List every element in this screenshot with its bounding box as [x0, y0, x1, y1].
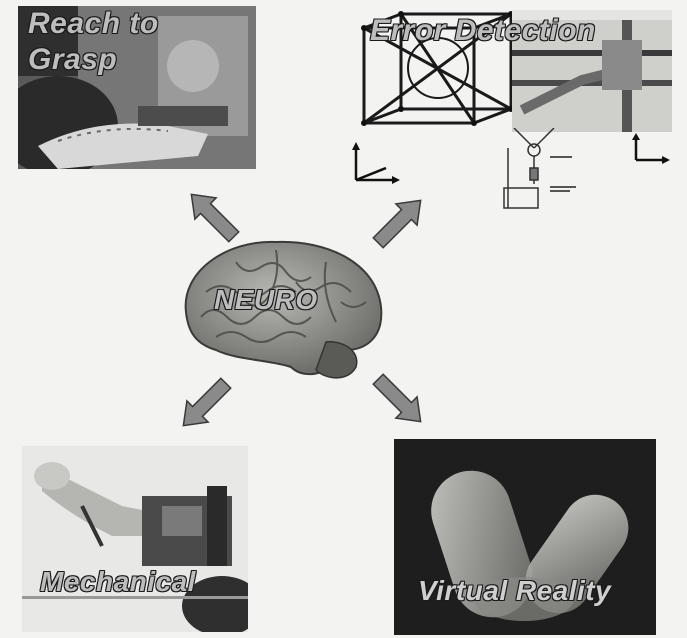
virtual-reality-panel: Virtual Reality: [394, 439, 656, 635]
neuro-label: NEURO: [214, 284, 318, 316]
pulley-diagram: [494, 128, 578, 214]
virtual-reality-title: Virtual Reality: [418, 575, 611, 607]
error-detection-title: Error Detection: [370, 14, 596, 48]
mechanical-title: Mechanical: [40, 566, 196, 598]
reach-to-grasp-title-line2: Grasp: [28, 44, 117, 76]
reach-to-grasp-panel: Reach to Grasp: [18, 6, 256, 169]
axes-icon: [628, 132, 672, 166]
reach-to-grasp-title-line1: Reach to: [28, 8, 159, 40]
mechanical-photo: [22, 446, 248, 632]
mechanical-panel: Mechanical: [22, 446, 248, 632]
axes-icon: [346, 140, 402, 186]
